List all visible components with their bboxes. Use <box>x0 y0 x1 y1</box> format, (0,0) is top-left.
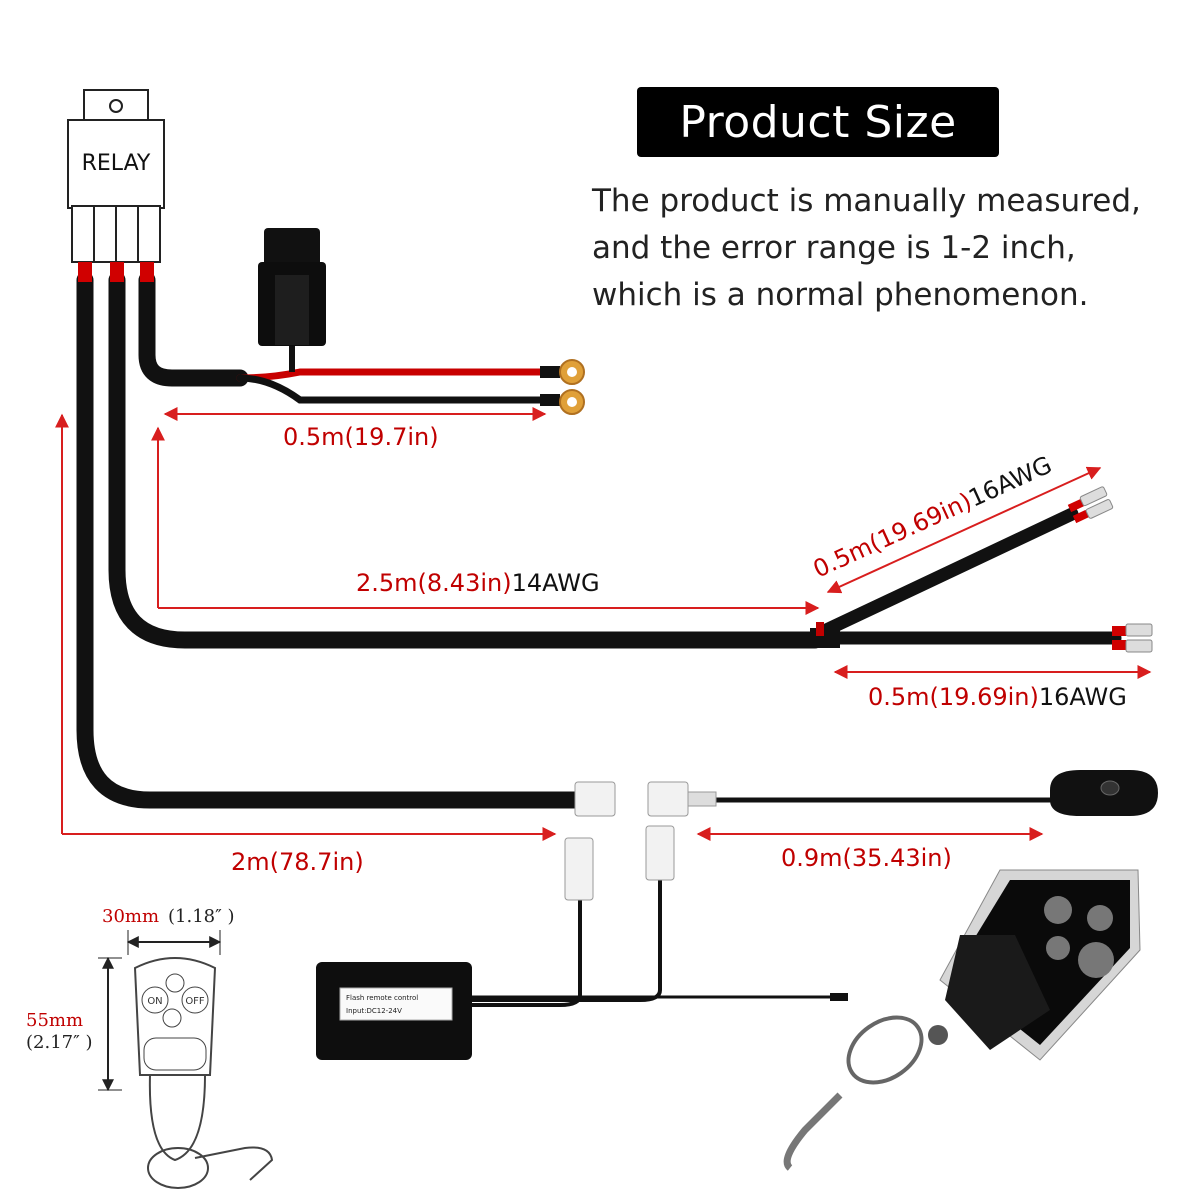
note-line: and the error range is 1-2 inch, <box>592 230 1076 266</box>
branch-lower-gauge: 16AWG <box>1039 683 1127 711</box>
remote-off-label: OFF <box>185 996 205 1007</box>
dimension-lines <box>55 407 1152 841</box>
remote-width-value: 30mm <box>102 906 159 927</box>
relay: RELAY <box>67 89 165 263</box>
remote-height-value: 55mm <box>26 1010 83 1031</box>
receiver-box: Flash remote control Input:DC12-24V <box>316 962 848 1060</box>
switch-cable-length: 0.9m(35.43in) <box>781 844 952 872</box>
wire-fuse-lead <box>138 271 249 387</box>
switch-lead-length: 2m(78.7in) <box>231 848 364 876</box>
page-title: Product Size <box>679 96 957 148</box>
branch-upper-dimension: 0.5m(19.69in)16AWG <box>809 451 1056 584</box>
remote-drawing: ON OFF <box>98 930 274 1189</box>
product-size-banner: Product Size <box>637 87 999 157</box>
branch-lower-dimension: 0.5m(19.69in)16AWG <box>868 683 1127 711</box>
connectors <box>564 781 717 901</box>
relay-label: RELAY <box>82 151 151 176</box>
remote-width-inches: (1.18″ ) <box>168 906 235 927</box>
fuse-holder <box>258 228 326 372</box>
remote-on-label: ON <box>147 996 162 1007</box>
note-line: The product is manually measured, <box>592 183 1141 219</box>
wire-main-lead <box>108 271 824 649</box>
wires <box>76 271 1122 1007</box>
wire-switch-lead <box>76 271 584 809</box>
main-lead-length: 2.5m(8.43in) <box>356 569 512 597</box>
spade-terminals-lower <box>1112 623 1153 653</box>
remote-control-icon <box>783 869 1141 1171</box>
measurement-note: The product is manually measured, and th… <box>592 178 1192 319</box>
branch-upper-gauge: 16AWG <box>964 451 1056 513</box>
fuse-lead-length: 0.5m(19.7in) <box>283 423 439 451</box>
main-lead-dimension: 2.5m(8.43in)14AWG <box>356 569 600 597</box>
wire-branch-upper <box>815 507 1079 639</box>
switch-icon <box>1050 770 1158 816</box>
receiver-label-line2: Input:DC12-24V <box>346 1007 402 1015</box>
main-lead-gauge: 14AWG <box>512 569 600 597</box>
remote-height-inches: (2.17″ ) <box>26 1032 93 1053</box>
receiver-label-line1: Flash remote control <box>346 994 418 1002</box>
ring-terminals <box>540 359 585 415</box>
branch-lower-length: 0.5m(19.69in) <box>868 683 1039 711</box>
note-line: which is a normal phenomenon. <box>592 277 1089 313</box>
